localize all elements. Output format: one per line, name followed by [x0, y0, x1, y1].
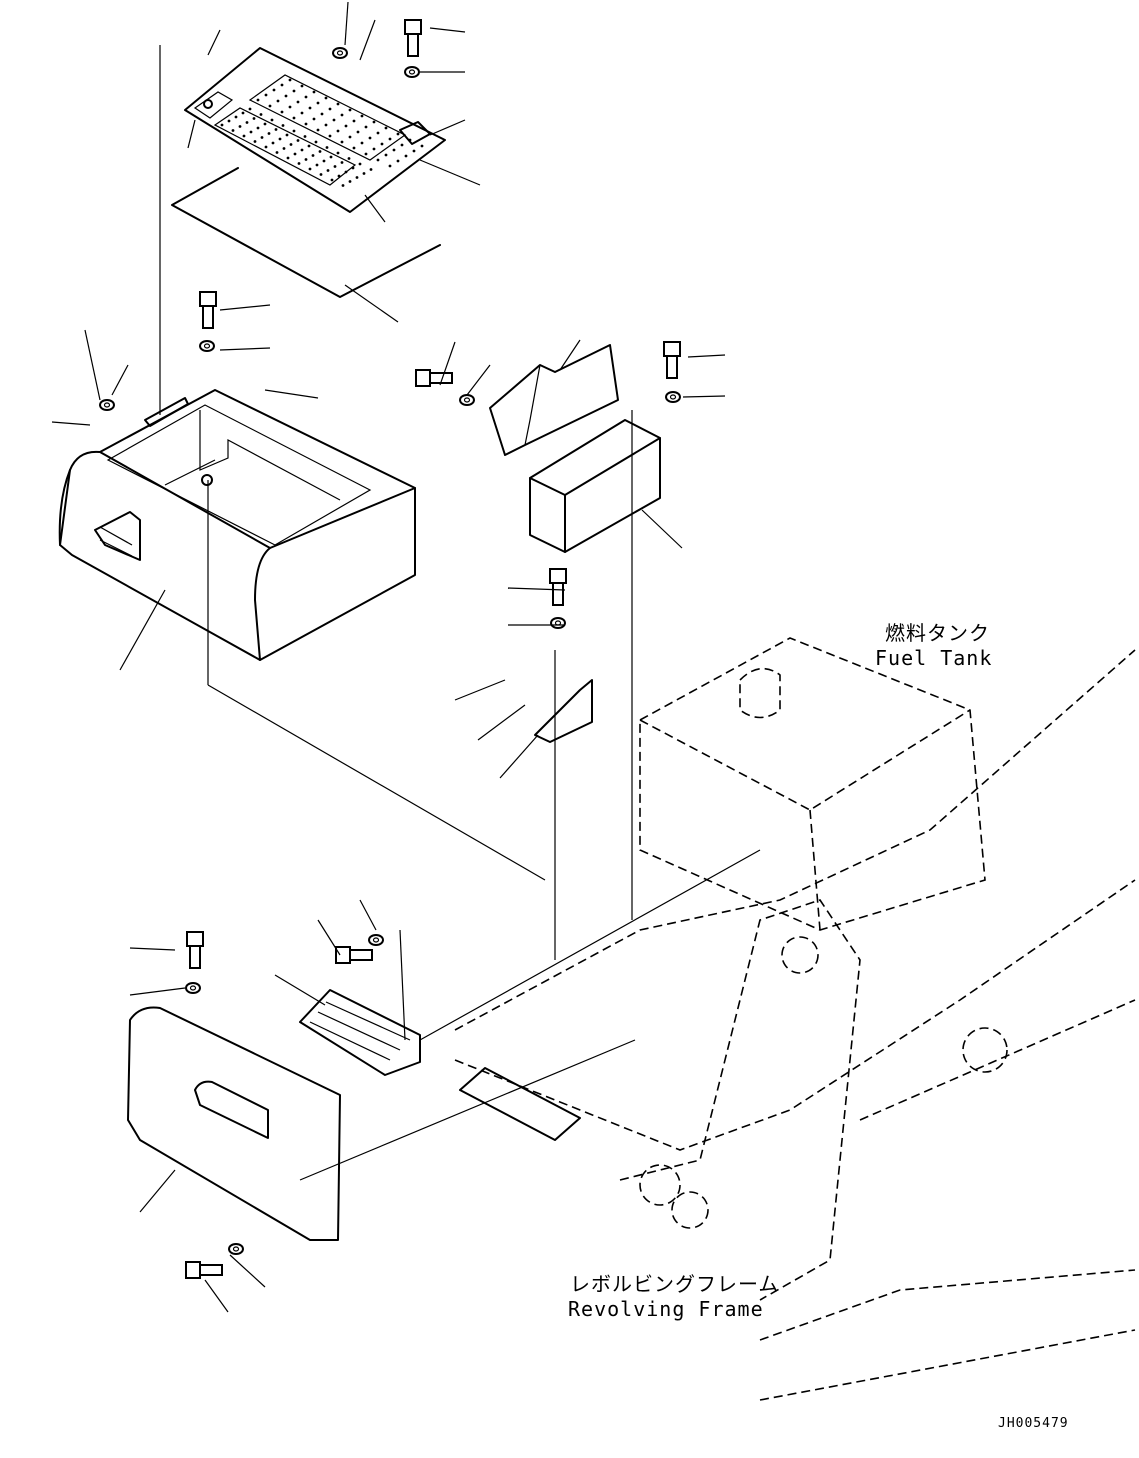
leader-line — [129, 947, 176, 951]
leader-line — [499, 734, 539, 779]
gasket — [171, 167, 441, 298]
leader-line — [119, 589, 166, 671]
leader-line — [682, 395, 726, 398]
leader-line — [439, 341, 456, 386]
leader-line — [687, 354, 726, 358]
battery-box — [58, 389, 416, 661]
bolt-icon — [199, 291, 217, 329]
washer-icon — [185, 982, 201, 994]
bracket-box — [489, 344, 661, 553]
fasteners — [99, 19, 681, 1279]
leader-line — [219, 304, 271, 311]
bolt-icon — [335, 946, 373, 964]
revolving-frame-label-en: Revolving Frame — [568, 1297, 764, 1321]
mount-bracket — [534, 679, 593, 743]
bolt-icon — [186, 931, 204, 969]
leader-line — [364, 194, 386, 223]
bolt-icon — [415, 369, 453, 387]
leader-line — [419, 849, 761, 1041]
fuel-tank — [639, 637, 986, 931]
washer-icon — [665, 391, 681, 403]
leader-line — [641, 509, 683, 549]
leader-line — [359, 899, 377, 931]
frame-step — [459, 1067, 581, 1141]
side-cover — [127, 1006, 341, 1241]
leader-line — [129, 987, 186, 996]
revolving-frame — [454, 649, 1136, 1401]
leader-line — [419, 159, 481, 186]
leader-line — [429, 119, 466, 136]
leader-line — [429, 27, 466, 33]
step-bracket — [299, 989, 421, 1076]
top-cover-plate — [184, 47, 446, 213]
fuel-tank-label-jp: 燃料タンク — [885, 621, 990, 645]
leader-lines — [51, 1, 761, 1313]
leader-line — [344, 1, 349, 46]
leader-line — [274, 974, 326, 1006]
leader-line — [207, 684, 546, 881]
leader-line — [359, 19, 376, 61]
leader-line — [84, 329, 101, 401]
leader-line — [317, 919, 341, 956]
leader-line — [219, 347, 271, 351]
leader-line — [139, 1169, 176, 1213]
leader-line — [399, 929, 406, 1041]
drawing-number: JH005479 — [998, 1416, 1069, 1431]
bolt-icon — [663, 341, 681, 379]
leader-line — [207, 29, 221, 56]
leader-line — [299, 1039, 636, 1181]
washer-icon — [199, 340, 215, 352]
leader-line — [229, 1254, 266, 1288]
revolving-frame-label-jp: レボルビングフレーム — [570, 1272, 780, 1296]
washer-icon — [99, 399, 115, 411]
leader-line — [466, 364, 491, 396]
washer-icon — [404, 66, 420, 78]
bolt-icon — [404, 19, 422, 57]
washer-icon — [550, 617, 566, 629]
leader-line — [51, 421, 91, 426]
leader-line — [477, 704, 526, 741]
washer-icon — [228, 1243, 244, 1255]
leader-line — [344, 284, 399, 323]
washer-icon — [332, 47, 348, 59]
perforation-dots — [220, 78, 424, 187]
bolt-icon — [185, 1261, 223, 1279]
leader-line — [204, 1279, 229, 1313]
washer-icon — [368, 934, 384, 946]
leader-line — [559, 339, 581, 371]
leader-line — [111, 364, 129, 396]
fuel-tank-label-en: Fuel Tank — [875, 646, 993, 670]
bolt-icon — [549, 568, 567, 606]
leader-line — [264, 389, 319, 399]
washer-icon — [459, 394, 475, 406]
leader-line — [454, 679, 506, 701]
leader-line — [187, 119, 196, 149]
leader-line — [507, 587, 566, 591]
